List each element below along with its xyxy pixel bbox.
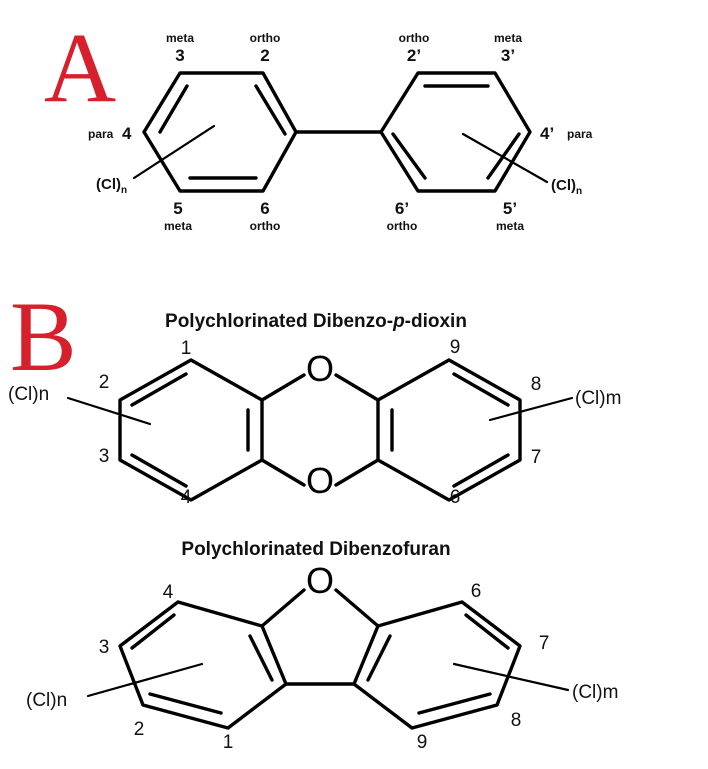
furan-position-9: 9: [417, 732, 428, 753]
dioxin-structure: [66, 358, 574, 502]
dioxin-position-9: 9: [450, 337, 461, 358]
dioxin-right-substituent-label: (Cl)m: [575, 388, 621, 409]
position-3-label: 3: [175, 46, 184, 65]
dioxin-o-bond: [334, 458, 380, 487]
position-5-label: 5: [173, 199, 182, 218]
dioxin-right-double-bond: [452, 372, 510, 407]
left-substituent-line: [132, 124, 216, 180]
left-ring: [142, 71, 298, 193]
dioxin-position-4: 4: [181, 487, 192, 508]
dioxin-o-bond: [260, 458, 306, 487]
position-5prime-label: 5’: [503, 199, 517, 218]
furan-right-substituent-line: [452, 662, 570, 692]
position-2prime-descriptor: ortho: [399, 31, 430, 45]
furan-right-double-bond: [464, 613, 510, 650]
position-4prime-label: 4’: [540, 124, 554, 143]
dioxin-position-2: 2: [99, 372, 110, 393]
left-ring-double-bond: [158, 84, 189, 134]
position-5-descriptor: meta: [164, 219, 192, 233]
dioxin-left-substituent-line: [66, 396, 152, 426]
position-6-descriptor: ortho: [250, 219, 281, 233]
panel-b-letter: B: [10, 281, 77, 392]
furan-position-6: 6: [471, 581, 482, 602]
furan-left-double-bond: [248, 634, 274, 682]
position-3-descriptor: meta: [166, 31, 194, 45]
position-6-label: 6: [260, 199, 269, 218]
furan-left-substituent-label: (Cl)n: [26, 690, 67, 711]
furan-title: Polychlorinated Dibenzofuran: [181, 539, 450, 560]
dioxin-o-bond: [260, 373, 306, 402]
furan-position-2: 2: [134, 719, 145, 740]
right-ring-labels: ortho 2’ meta 3’ 4’ para (Cl)n 6’ ortho …: [387, 31, 593, 233]
dioxin-position-8: 8: [531, 374, 542, 395]
position-6prime-descriptor: ortho: [387, 219, 418, 233]
furan-right-double-bond: [366, 634, 392, 682]
dioxin-left-double-bond: [130, 453, 188, 488]
dioxin-position-6: 6: [450, 487, 461, 508]
right-ring-double-bond: [391, 132, 427, 180]
biphenyl-structure: [132, 71, 549, 193]
right-substituent-line: [461, 132, 549, 184]
position-4prime-descriptor: para: [567, 127, 593, 141]
right-substituent-label: (Cl)n: [551, 177, 582, 197]
dioxin-o-bond: [334, 373, 380, 402]
dioxin-left-substituent-label: (Cl)n: [8, 384, 49, 405]
position-3prime-label: 3’: [501, 46, 515, 65]
left-ring-double-bond: [254, 84, 287, 136]
position-4-label: 4: [122, 124, 132, 143]
furan-position-labels: 1 2 3 4 6 7 8 9 (Cl)n (Cl)m: [26, 581, 618, 753]
left-ring-labels: meta 3 ortho 2 para 4 (Cl)n 5 meta 6 ort…: [88, 31, 280, 233]
dioxin-position-3: 3: [99, 446, 110, 467]
dioxin-position-labels: 1 2 3 4 6 7 8 9 (Cl)n (Cl)m: [8, 337, 621, 508]
furan-right-double-bond: [417, 692, 492, 715]
furan-o-bond: [260, 588, 306, 628]
left-substituent-label: (Cl)n: [96, 176, 127, 196]
furan-position-8: 8: [511, 710, 522, 731]
position-2-label: 2: [260, 46, 269, 65]
position-4-descriptor: para: [88, 127, 114, 141]
furan-structure: [86, 588, 570, 730]
position-2prime-label: 2’: [407, 46, 421, 65]
right-ring: [379, 71, 532, 193]
dioxin-left-ring: [118, 358, 264, 502]
dioxin-title: Polychlorinated Dibenzo-p-dioxin: [165, 311, 467, 332]
furan-right-substituent-label: (Cl)m: [572, 682, 618, 703]
dioxin-oxygen-top: O: [306, 348, 334, 389]
furan-left-double-bond: [148, 692, 223, 715]
furan-position-3: 3: [99, 637, 110, 658]
dioxin-position-7: 7: [531, 447, 542, 468]
dioxin-left-double-bond: [130, 372, 188, 407]
dioxin-oxygen-bottom: O: [306, 460, 334, 501]
position-2-descriptor: ortho: [250, 31, 281, 45]
dioxin-right-substituent-line: [488, 396, 574, 422]
furan-right-ring: [352, 600, 522, 730]
dioxin-right-double-bond: [452, 453, 510, 488]
position-6prime-label: 6’: [395, 199, 409, 218]
furan-left-substituent-line: [86, 662, 204, 698]
position-5prime-descriptor: meta: [496, 219, 524, 233]
furan-oxygen: O: [306, 560, 334, 601]
furan-position-7: 7: [539, 633, 550, 654]
furan-left-double-bond: [130, 613, 176, 650]
position-3prime-descriptor: meta: [494, 31, 522, 45]
furan-position-1: 1: [223, 732, 234, 753]
furan-position-4: 4: [163, 582, 174, 603]
furan-o-bond: [334, 588, 380, 628]
dioxin-right-ring: [376, 358, 522, 502]
dioxin-position-1: 1: [181, 338, 192, 359]
panel-a-letter: A: [44, 12, 116, 123]
